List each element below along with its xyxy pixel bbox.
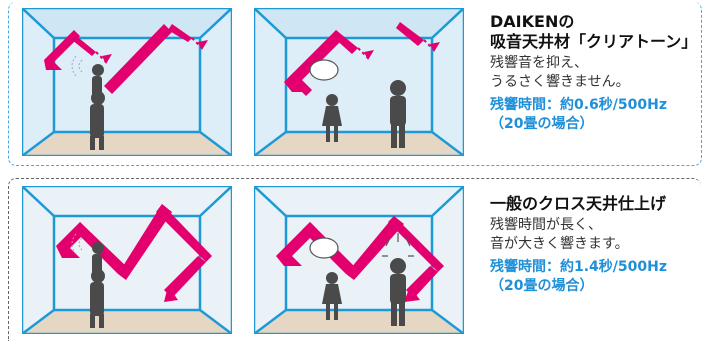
daiken-caption: DAIKENの 吸音天井材「クリアトーン」 残響音を抑え、 うるさく響きません。… xyxy=(490,12,702,134)
speech-bubble-icon xyxy=(309,237,339,259)
absorbed-arrow-dashes xyxy=(95,37,203,63)
noise-stress-icon xyxy=(382,233,414,257)
daiken-section-frame xyxy=(8,2,702,166)
speech-bubble-icon xyxy=(309,59,339,81)
daiken-body-line1: 残響音を抑え、 xyxy=(490,55,588,71)
standard-body-line1: 残響時間が長く、 xyxy=(490,217,602,233)
child-silhouette xyxy=(322,94,342,142)
parent-child-silhouette xyxy=(90,64,105,150)
daiken-room-size: （20畳の場合） xyxy=(490,116,594,132)
sound-waves xyxy=(71,55,83,77)
room-standard-parent-child xyxy=(22,186,232,334)
acoustic-ceiling xyxy=(22,8,232,38)
standard-title: 一般のクロス天井仕上げ xyxy=(490,194,667,213)
sound-arrows xyxy=(44,24,192,94)
daiken-title-line2: 吸音天井材「クリアトーン」 xyxy=(490,32,698,51)
room-frame xyxy=(22,8,232,156)
adult-silhouette xyxy=(390,80,406,148)
daiken-title-line1: DAIKENの xyxy=(490,12,575,31)
daiken-body-line2: うるさく響きません。 xyxy=(490,74,630,90)
standard-reverb-time: 残響時間：約1.4秒/500Hz xyxy=(490,259,668,275)
standard-caption: 一般のクロス天井仕上げ 残響時間が長く、 音が大きく響きます。 残響時間：約1.… xyxy=(490,194,702,296)
room-acoustic-parent-child xyxy=(22,8,232,156)
room-acoustic-child-adult xyxy=(254,8,464,156)
standard-section-frame xyxy=(8,178,701,341)
room-floor xyxy=(22,132,232,156)
standard-body-line2: 音が大きく響きます。 xyxy=(490,236,629,252)
standard-room-size: （20畳の場合） xyxy=(490,278,594,294)
room-standard-child-adult xyxy=(254,186,464,334)
daiken-reverb-time: 残響時間：約0.6秒/500Hz xyxy=(490,97,668,113)
